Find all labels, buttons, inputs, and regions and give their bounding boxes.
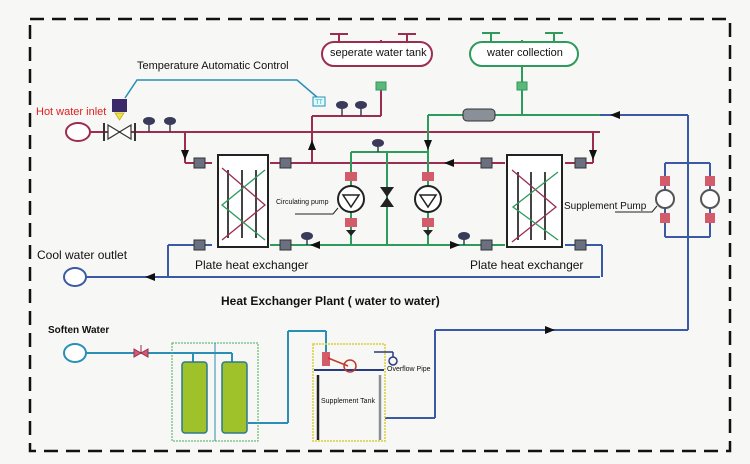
soften-water-port[interactable]	[63, 343, 87, 363]
temp-control-signal-line	[124, 79, 319, 99]
valve[interactable]	[516, 81, 528, 91]
valve[interactable]	[375, 81, 387, 91]
soften-water-pipes	[84, 330, 327, 424]
flow-meter	[462, 108, 496, 122]
control-valve[interactable]	[103, 99, 136, 141]
temperature-sensor	[312, 96, 326, 107]
bypass-valve[interactable]	[380, 187, 394, 207]
supplement-tank	[312, 343, 386, 442]
isolation-valves[interactable]	[193, 157, 587, 251]
soften-water-label: Soften Water	[48, 325, 110, 336]
plate-heat-exchanger-right	[506, 154, 563, 248]
cool-water-outlet-label: Cool water outlet	[37, 248, 128, 262]
circulating-pump-2[interactable]	[414, 172, 442, 236]
hot-water-inlet-port[interactable]	[65, 122, 91, 142]
overflow-pipe	[374, 351, 398, 366]
plate-heat-exchanger-left	[217, 154, 269, 248]
flow-arrow	[545, 326, 555, 334]
supplement-pump-2[interactable]	[700, 176, 720, 223]
circulating-pump-label: Circulating pump	[276, 199, 329, 206]
flow-arrow	[450, 241, 460, 249]
separate-tank-label: seperate water tank	[330, 47, 427, 59]
flow-arrow	[610, 111, 620, 119]
flow-arrow	[589, 150, 597, 160]
gauges	[143, 101, 470, 245]
supplement-pump-leader	[615, 205, 658, 213]
flow-arrow	[310, 241, 320, 249]
water-softener	[171, 342, 259, 442]
plate-hx-left-label: Plate heat exchanger	[195, 258, 309, 272]
flow-arrow	[444, 159, 454, 167]
flow-arrow	[181, 150, 189, 160]
circulating-pump-leader	[295, 207, 339, 215]
circulating-pump-1[interactable]	[337, 172, 365, 236]
supplement-pump-label: Supplement Pump	[564, 201, 647, 212]
diagram-title: Heat Exchanger Plant ( water to water)	[221, 294, 440, 308]
overflow-pipe-label: Overflow Pipe	[387, 366, 431, 373]
temperature-control-label: Temperature Automatic Control	[137, 60, 289, 72]
plate-hx-right-label: Plate heat exchanger	[470, 258, 584, 272]
hot-water-inlet-label: Hot water inlet	[36, 106, 107, 118]
soften-water-valve[interactable]	[133, 345, 149, 358]
plant-boundary	[28, 17, 732, 453]
flow-arrow	[308, 140, 316, 150]
temperature-sensor-label: TT	[315, 100, 323, 106]
supplement-pump-1[interactable]	[655, 176, 675, 223]
water-collection-tank	[469, 32, 579, 67]
supplement-tank-label: Supplement Tank	[321, 398, 375, 405]
flow-arrow	[145, 273, 155, 281]
cool-water-outlet-port[interactable]	[63, 267, 87, 287]
water-collection-label: water collection	[487, 47, 563, 59]
separate-water-tank	[321, 33, 433, 67]
flow-arrow	[424, 140, 432, 150]
